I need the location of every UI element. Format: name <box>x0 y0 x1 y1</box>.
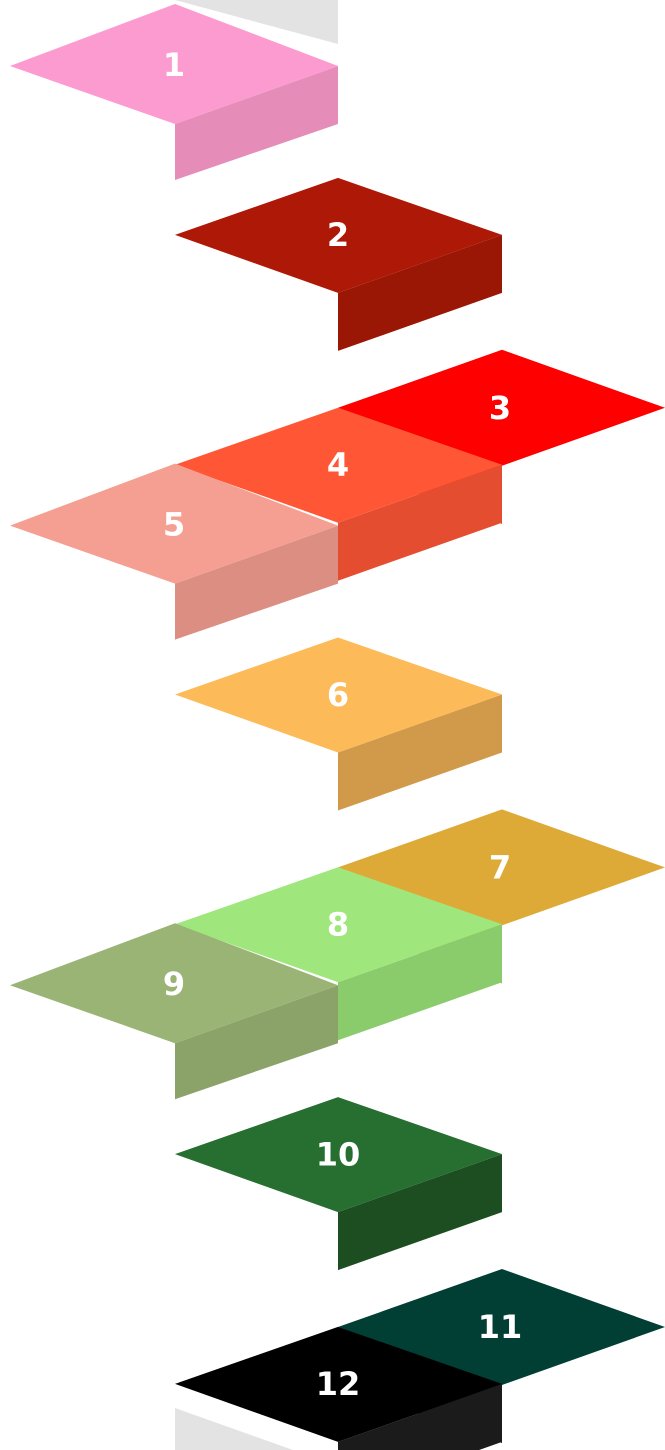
step-number-label: 10 <box>316 1135 361 1173</box>
step-2: 2 <box>175 178 502 351</box>
step-6: 6 <box>175 638 502 811</box>
step-10: 10 <box>175 1097 502 1270</box>
step-number-label: 6 <box>327 676 349 714</box>
step-number-label: 2 <box>327 216 349 254</box>
step-number-label: 1 <box>163 46 185 84</box>
step-number-label: 7 <box>489 848 511 886</box>
step-number-label: 12 <box>316 1365 361 1403</box>
step-number-label: 11 <box>478 1308 523 1346</box>
step-number-label: 4 <box>327 446 349 484</box>
step-number-label: 9 <box>163 965 185 1003</box>
step-number-label: 8 <box>327 906 349 944</box>
step-number-label: 3 <box>489 389 511 427</box>
step-number-label: 5 <box>163 506 185 544</box>
